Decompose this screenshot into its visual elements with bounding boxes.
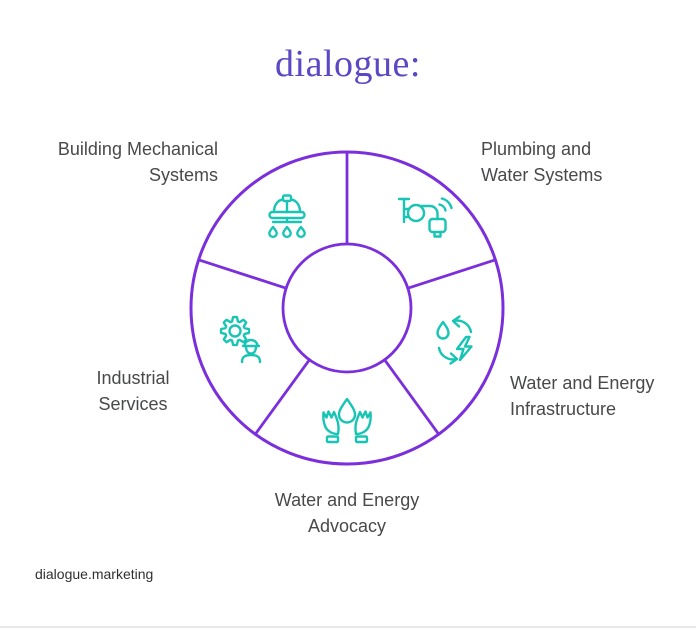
wheel-inner-circle: [281, 242, 413, 374]
wheel-outer-circle: [189, 150, 505, 466]
segment-label-industrial-services: Industrial Services: [96, 368, 170, 414]
segment-label-water-energy-advocacy: Water and Energy Advocacy: [274, 490, 420, 536]
water-energy-cycle-icon: [436, 315, 473, 365]
bottom-divider-line: [0, 626, 696, 628]
faucet-icon: [397, 197, 453, 238]
hard-hat-icon: [268, 194, 306, 239]
wheel-diagram: [189, 150, 505, 466]
brand-logo: dialogue:: [275, 43, 421, 85]
footer-domain-text: dialogue.marketing: [35, 566, 154, 582]
segment-label-plumbing-water: Plumbing and Water Systems: [481, 139, 603, 185]
segment-label-building-mechanical: Building Mechanical Systems: [57, 139, 218, 185]
segment-divider-lower-right: [383, 358, 440, 436]
segment-divider-lower-left: [254, 358, 311, 436]
segment-divider-upper-left: [198, 258, 287, 290]
gear-worker-icon: [219, 315, 262, 364]
hands-holding-drop-icon: [322, 397, 372, 444]
segment-divider-upper-right: [407, 258, 496, 290]
segment-label-water-energy-infrastructure: Water and Energy Infrastructure: [510, 373, 655, 419]
